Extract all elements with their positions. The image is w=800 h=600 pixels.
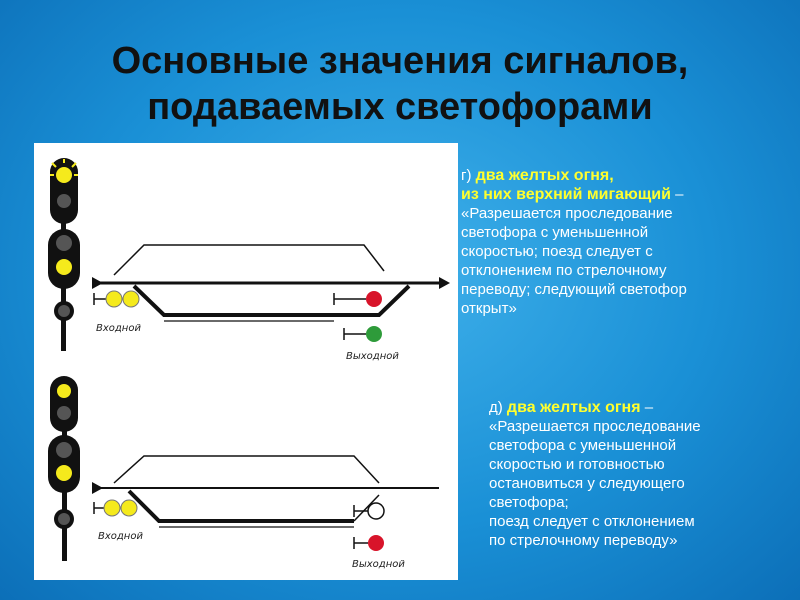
label-exit-g: Выходной [346,351,399,362]
label-entry-d: Входной [98,531,143,542]
diverging-route-g [132,284,411,317]
upper-siding-g [113,244,385,276]
upper-siding-d [113,455,380,484]
arrow-icon [439,277,450,289]
arrow-icon [92,482,103,494]
block-g-line: переводу; следующий светофор [461,281,687,298]
signal-diagram: Входной Выходной [34,143,458,580]
block-g-heading-line1: два желтых огня, [475,167,614,184]
lamp-yellow [57,384,71,398]
block-g-heading-line2: из них верхний мигающий [461,186,671,203]
block-g-heading-1: г) два желтых огня, [461,166,791,185]
block-d-heading: д) два желтых огня – [489,398,789,417]
block-d-dash: – [644,399,654,416]
slide-title: Основные значения сигналов, подаваемых с… [0,38,800,130]
text-block-g: г) два желтых огня, из них верхний мигаю… [461,166,791,318]
block-g-line: «Разрешается проследование [461,205,673,222]
block-g-prefix: г) [461,167,472,184]
lamp-dark [56,442,72,458]
label-entry-g: Входной [96,323,141,334]
lamp-dark [56,235,72,251]
arrow-icon [92,277,103,289]
block-d-prefix: д) [489,399,503,416]
signal-diagram-svg: Входной Выходной [48,158,450,570]
text-block-d: д) два желтых огня – «Разрешается просле… [489,398,789,550]
title-line-2: подаваемых светофорами [147,86,653,128]
entry-lamp-yellow [122,290,140,308]
block-d-line: поезд следует с отклонением [489,513,695,530]
exit-lamp-red [368,535,384,551]
block-d-line: светофора с уменьшенной [489,437,677,454]
block-d-line: светофора; [489,494,569,511]
entry-lamp-yellow [103,499,121,517]
lamp-dark [57,406,71,420]
block-g-dash: – [675,186,684,203]
block-g-line: скоростью; поезд следует с [461,243,653,260]
signal-head-upper-d [50,376,78,432]
block-g-line: светофора с уменьшенной [461,224,649,241]
block-g-line: открыт» [461,300,517,317]
diagram-d: Входной Выходной [48,376,439,570]
lamp-yellow [56,465,72,481]
block-g-line: отклонением по стрелочному [461,262,667,279]
lamp-yellow-flashing [56,167,72,183]
block-d-line: «Разрешается проследование [489,418,701,435]
signal-head-lower-d [48,435,80,493]
diverging-route-d [127,489,354,523]
label-exit-d: Выходной [352,559,405,570]
block-d-heading-text: два желтых огня [506,399,641,416]
entry-lamp-yellow [120,499,138,517]
block-d-line: остановиться у следующего [489,475,685,492]
exit-lamp-unlit [367,502,385,520]
title-line-1: Основные значения сигналов, [111,40,689,82]
lamp-yellow [56,259,72,275]
entry-lamp-yellow [105,290,123,308]
exit-lamp-green [366,326,382,342]
flash-rays-icon [50,159,78,176]
diagram-g: Входной Выходной [48,158,450,362]
lamp-dark [58,305,70,317]
block-d-line: по стрелочному переводу» [489,532,678,549]
block-d-line: скоростью и готовностью [489,456,665,473]
lamp-dark [58,513,70,525]
block-g-heading-2: из них верхний мигающий – [461,185,791,204]
lamp-dark [57,194,71,208]
exit-lamp-red [366,291,382,307]
